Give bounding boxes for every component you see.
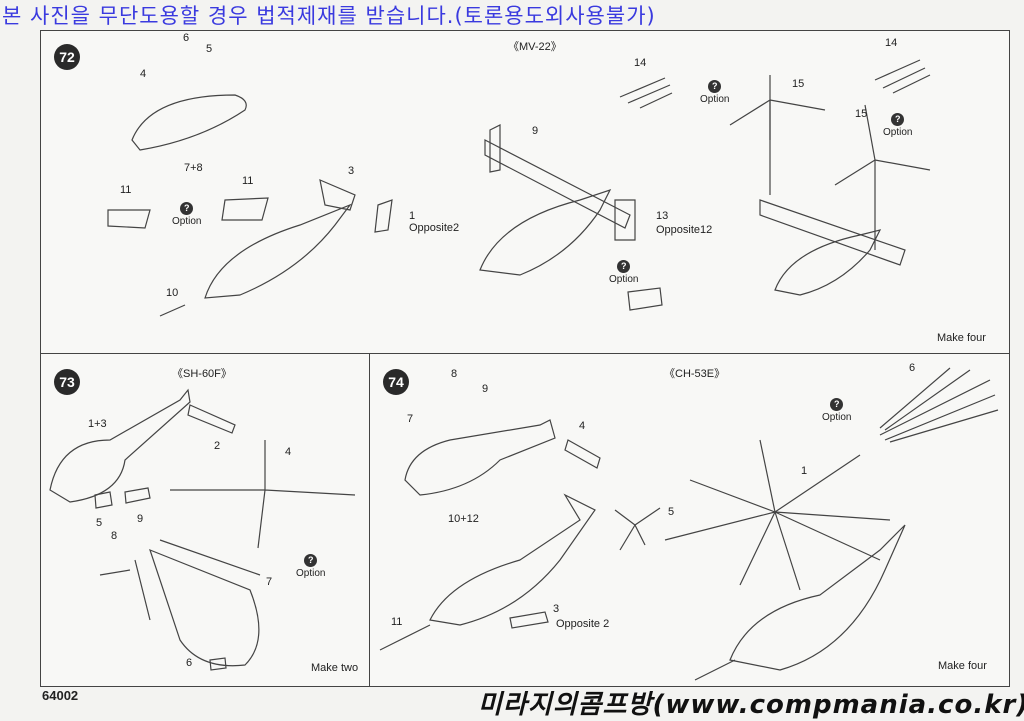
part-label: 7 — [407, 413, 414, 425]
option-marker: ?Option — [700, 80, 730, 105]
sh60-stabilizer — [187, 404, 236, 434]
sh60-folded — [99, 539, 261, 667]
part-label: 6 — [186, 657, 193, 669]
ch53-tail — [564, 439, 601, 469]
model-title: 《MV-22》 — [508, 41, 562, 53]
sh60-parts — [94, 487, 227, 671]
part-label: 9 — [137, 513, 144, 525]
sh60-fuselage — [49, 388, 191, 503]
part-label: 4 — [579, 420, 586, 432]
part-label: 10+12 — [448, 513, 479, 525]
instruction-frame — [40, 30, 1010, 687]
step-number: 73 — [54, 369, 80, 395]
quantity-note: Make four — [937, 332, 986, 344]
part-label: 4 — [285, 446, 292, 458]
part-label: 6 — [183, 32, 190, 44]
part-label: 13 — [656, 210, 669, 222]
sh60-rotor — [170, 440, 356, 549]
opposite-note: Opposite12 — [656, 224, 713, 236]
part-label: 7 — [266, 576, 273, 588]
mv22-canopy — [107, 197, 269, 229]
divider — [369, 353, 370, 686]
part-label: 15 — [792, 78, 805, 90]
ch53-complete-a — [429, 493, 596, 626]
ch53-main-rotor — [664, 439, 891, 591]
part-label: 5 — [96, 517, 103, 529]
part-label: 9 — [532, 125, 539, 137]
part-label: 14 — [885, 37, 898, 49]
part-label: 1 — [409, 210, 416, 222]
part-label: 11 — [120, 184, 132, 196]
mv22-tail — [319, 178, 393, 233]
mv22-rotor-14b — [874, 59, 931, 94]
part-label: 5 — [206, 43, 213, 55]
step-number: 72 — [54, 44, 80, 70]
opposite-note: Opposite2 — [409, 222, 460, 234]
option-marker: ?Option — [883, 113, 913, 138]
mv22-fuselage — [204, 203, 352, 299]
watermark: 미라지의콤프방(www.compmania.co.kr) — [478, 690, 1024, 720]
step-number: 74 — [383, 369, 409, 395]
ch53-tail-rotor — [614, 507, 661, 551]
part-label: 10 — [166, 287, 179, 299]
quantity-note: Make four — [938, 660, 987, 672]
option-marker: ?Option — [172, 202, 202, 227]
part-label: 5 — [668, 506, 675, 518]
mv22-fuselage-2 — [479, 188, 612, 276]
mv22-complete — [759, 199, 906, 296]
part-label: 7+8 — [184, 162, 203, 174]
mv22-probe — [159, 304, 186, 317]
product-code: 64002 — [42, 688, 79, 703]
part-label: 6 — [909, 362, 916, 374]
part-label: 4 — [140, 68, 147, 80]
mv22-rotor-15b — [834, 104, 931, 186]
opposite-note: Opposite 2 — [556, 618, 610, 630]
model-title: 《SH-60F》 — [172, 368, 232, 380]
part-label: 3 — [553, 603, 560, 615]
part-label: 11 — [242, 175, 254, 187]
option-marker: ?Option — [609, 260, 639, 285]
option-marker: ?Option — [296, 554, 326, 579]
divider — [40, 353, 1010, 354]
option-marker: ?Option — [822, 398, 852, 423]
ch53-fuselage — [404, 419, 556, 496]
part-label: 15 — [855, 108, 868, 120]
part-label: 1 — [801, 465, 808, 477]
part-label: 8 — [111, 530, 118, 542]
part-label: 11 — [391, 616, 403, 628]
mv22-nacelle-option — [627, 287, 663, 311]
part-label: 14 — [634, 57, 647, 69]
mv22-fuselage-top — [131, 94, 247, 151]
part-label: 9 — [482, 383, 489, 395]
part-label: 3 — [348, 165, 355, 177]
copyright-banner: 본 사진을 무단도용할 경우 법적제재를 받습니다.(토론용도외사용불가) — [2, 4, 656, 28]
quantity-note: Make two — [311, 662, 359, 674]
ch53-complete-b — [729, 524, 906, 671]
ch53-blades-option — [879, 367, 999, 443]
part-label: 2 — [214, 440, 221, 452]
mv22-rotor-15a — [729, 75, 826, 140]
mv22-rotor-14a — [619, 77, 673, 109]
mv22-wing-assembly — [484, 124, 636, 241]
model-title: 《CH-53E》 — [664, 368, 726, 380]
part-label: 1+3 — [88, 418, 107, 430]
part-label: 8 — [451, 368, 458, 380]
